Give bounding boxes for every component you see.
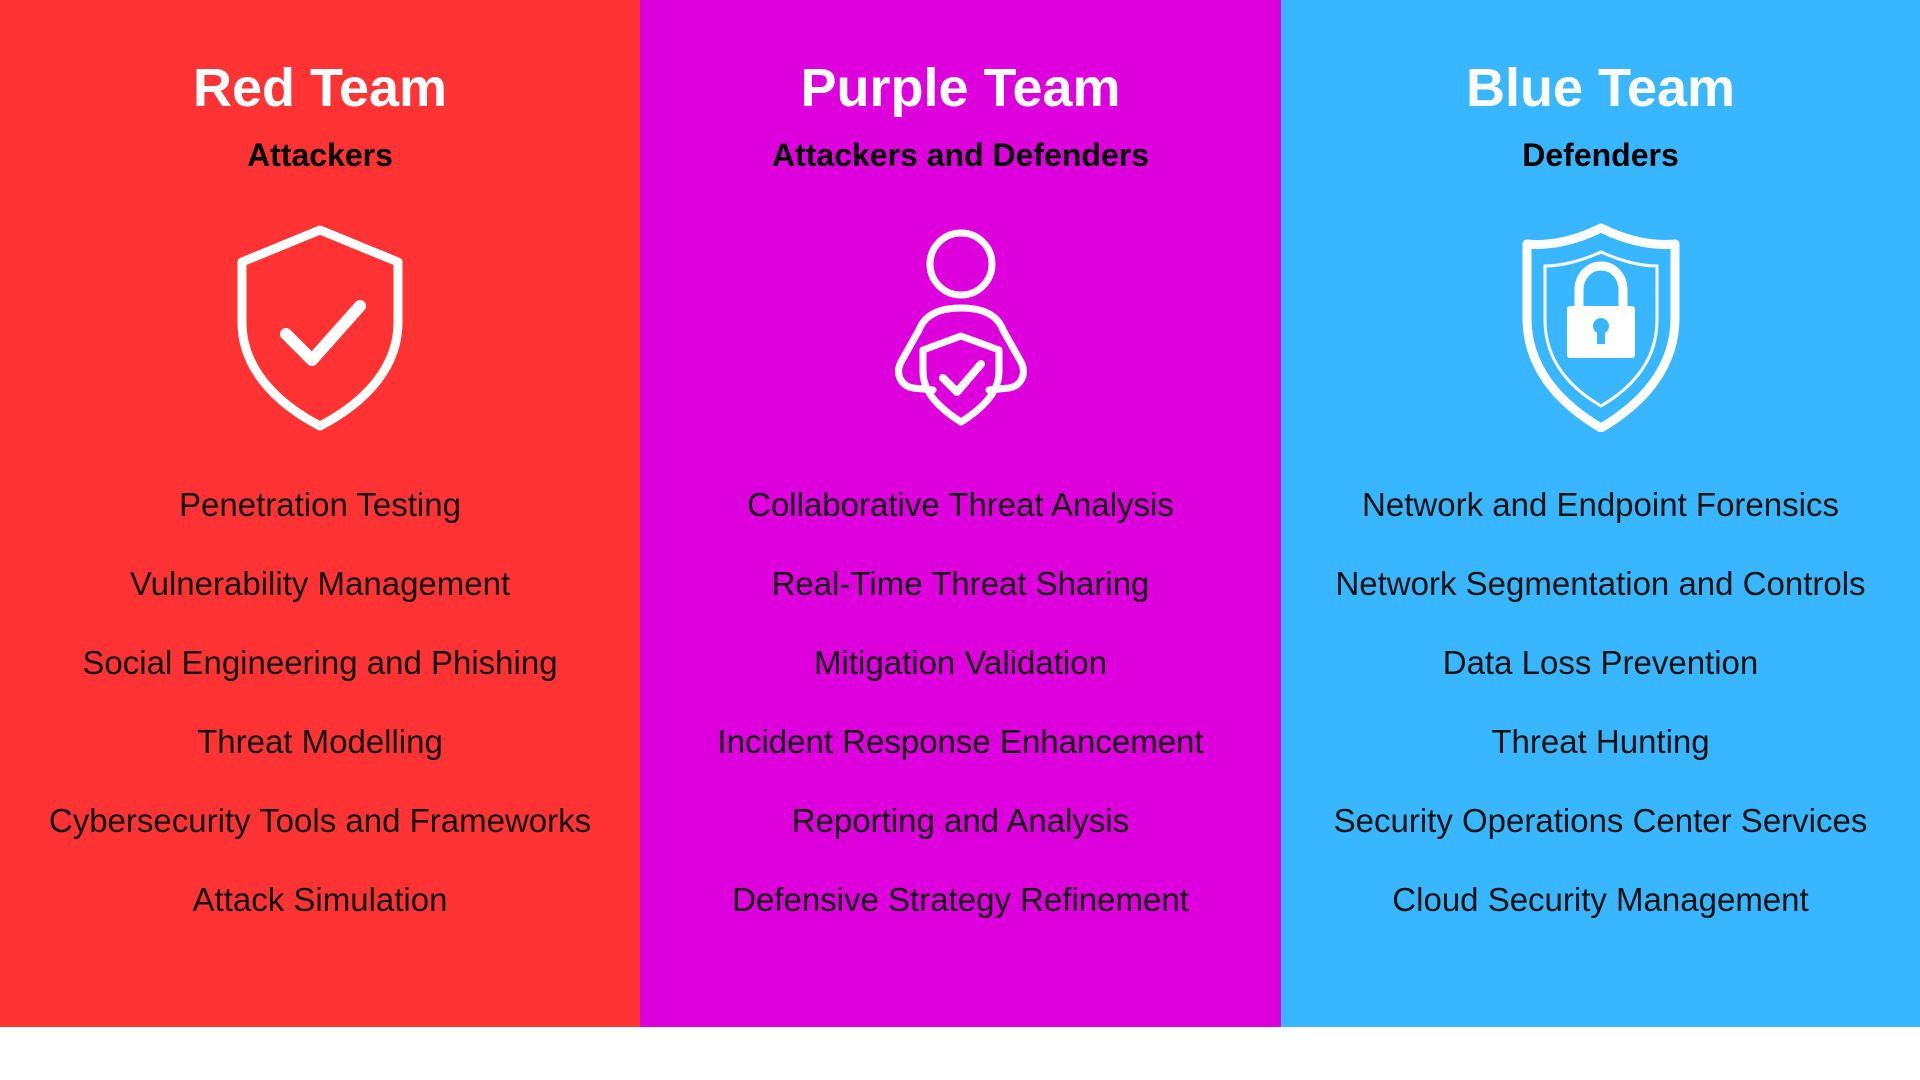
red-team-list: Penetration Testing Vulnerability Manage…: [0, 478, 640, 952]
red-team-subtitle: Attackers: [247, 137, 393, 173]
list-item: Collaborative Threat Analysis: [747, 486, 1174, 523]
list-item: Penetration Testing: [179, 486, 461, 523]
blue-team-list: Network and Endpoint Forensics Network S…: [1281, 478, 1920, 952]
purple-team-title: Purple Team: [800, 58, 1121, 118]
list-item: Network and Endpoint Forensics: [1362, 486, 1839, 523]
list-item: Threat Hunting: [1491, 723, 1710, 760]
red-team-title: Red Team: [192, 58, 448, 118]
red-team-column: Red Team Attackers Penetration Testing V…: [0, 0, 640, 1027]
blue-team-subtitle: Defenders: [1522, 137, 1679, 173]
blue-team-title: Blue Team: [1465, 58, 1736, 118]
purple-team-list: Collaborative Threat Analysis Real-Time …: [640, 478, 1281, 952]
shield-lock-icon: [1501, 222, 1701, 432]
list-item: Network Segmentation and Controls: [1335, 565, 1866, 602]
teams-board: Red Team Attackers Penetration Testing V…: [0, 0, 1920, 1027]
list-item: Cloud Security Management: [1392, 881, 1809, 918]
blue-team-column: Blue Team Defenders Network and Endpoint…: [1281, 0, 1920, 1027]
list-item: Data Loss Prevention: [1442, 644, 1759, 681]
list-item: Cybersecurity Tools and Frameworks: [48, 802, 592, 839]
purple-team-column: Purple Team Attackers and Defenders Coll…: [640, 0, 1281, 1027]
purple-team-subtitle: Attackers and Defenders: [771, 137, 1150, 173]
list-item: Defensive Strategy Refinement: [732, 881, 1189, 918]
list-item: Social Engineering and Phishing: [82, 644, 558, 681]
list-item: Reporting and Analysis: [791, 802, 1130, 839]
list-item: Incident Response Enhancement: [717, 723, 1204, 760]
list-item: Mitigation Validation: [814, 644, 1107, 681]
person-holding-shield-icon: [861, 222, 1061, 432]
list-item: Attack Simulation: [192, 881, 448, 918]
list-item: Vulnerability Management: [129, 565, 511, 602]
list-item: Threat Modelling: [197, 723, 443, 760]
list-item: Security Operations Center Services: [1333, 802, 1868, 839]
shield-check-icon: [220, 222, 420, 432]
list-item: Real-Time Threat Sharing: [771, 565, 1150, 602]
